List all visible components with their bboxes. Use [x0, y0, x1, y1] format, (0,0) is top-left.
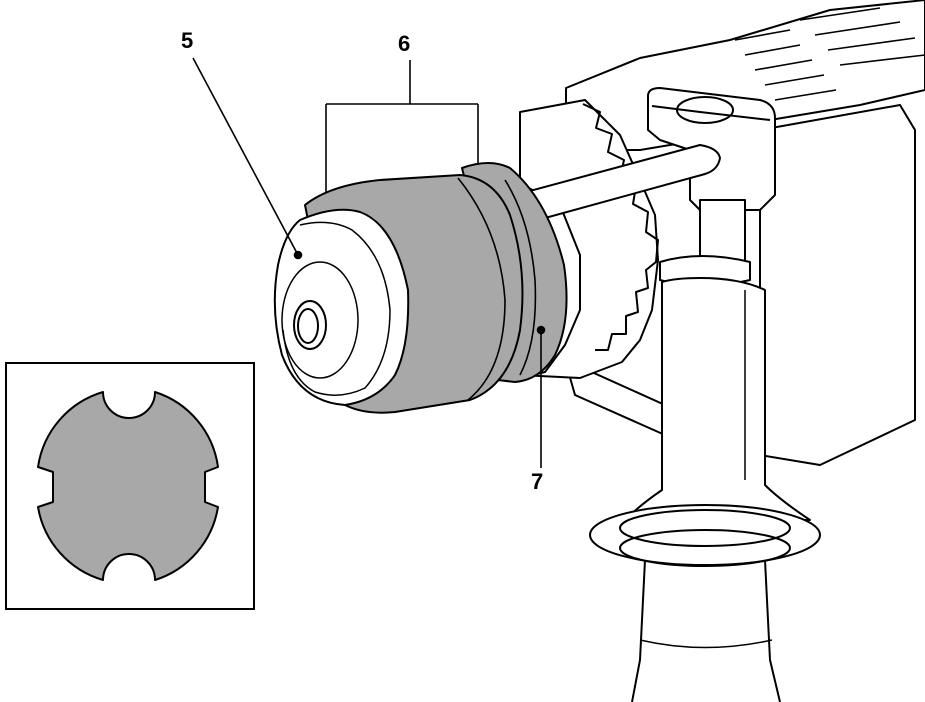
callout-label-6: 6: [398, 31, 411, 56]
auxiliary-handle: [589, 87, 821, 702]
sds-shank-cross-section-icon: [5, 362, 255, 610]
callout-label-5: 5: [181, 28, 194, 53]
callout-label-7: 7: [531, 469, 544, 494]
callout-leaders: [192, 57, 546, 468]
dust-cap: [273, 208, 410, 406]
